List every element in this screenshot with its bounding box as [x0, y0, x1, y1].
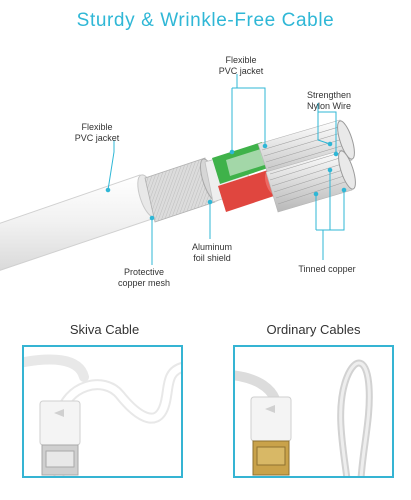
label-tinned-copper: Tinned copper: [298, 264, 356, 274]
label-outer-pvc-jacket: Flexible PVC jacket: [74, 122, 120, 143]
ordinary-cable-photo: [233, 345, 394, 478]
cable-cross-section-diagram: [0, 74, 356, 271]
skiva-cable-photo: [22, 345, 183, 478]
skiva-cable-title: Skiva Cable: [69, 322, 140, 337]
outer-jacket: [0, 174, 159, 271]
tinned-copper-strands: [257, 119, 356, 213]
ordinary-cable-illustration: [235, 359, 373, 476]
callout-lines: [105, 74, 347, 265]
label-nylon-wire: Strengthen Nylon Wire: [306, 90, 352, 111]
label-copper-mesh: Protective copper mesh: [117, 267, 171, 288]
label-inner-pvc-jacket: Flexible PVC jacket: [218, 55, 264, 76]
label-aluminum-foil: Aluminum foil shield: [191, 242, 232, 263]
ordinary-cables-title: Ordinary Cables: [266, 322, 361, 337]
page-title: Sturdy & Wrinkle-Free Cable: [76, 10, 335, 31]
skiva-cable-illustration: [24, 354, 181, 476]
